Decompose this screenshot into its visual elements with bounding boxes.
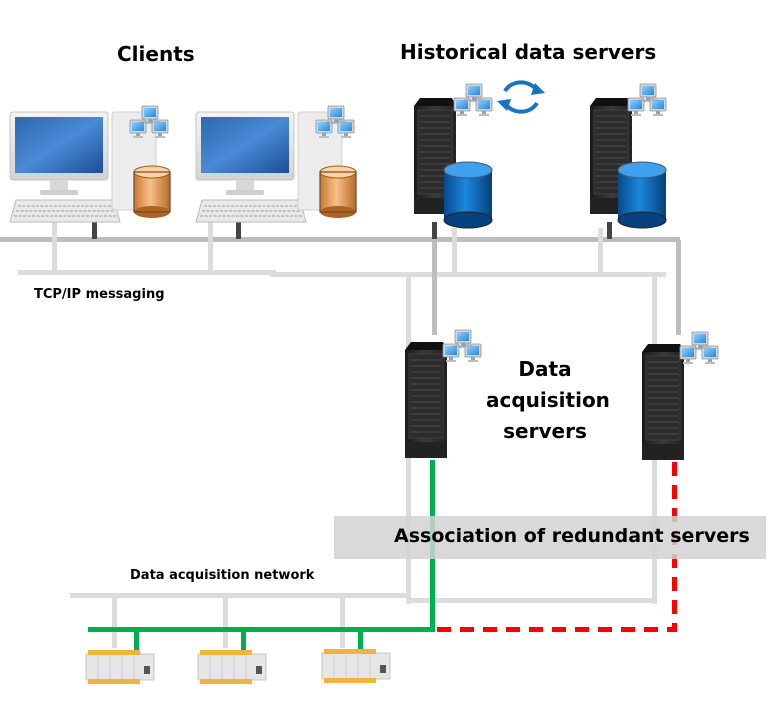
historical-database-icon — [443, 161, 493, 229]
local-database-icon — [133, 165, 171, 218]
client-workstation-1[interactable] — [9, 106, 171, 223]
association-banner — [334, 516, 766, 559]
daq-network-label: Data acquisition network — [130, 568, 315, 583]
plc-3[interactable] — [321, 648, 391, 684]
historical-server-1[interactable] — [413, 84, 493, 229]
tcp-bus-secondary-left — [18, 270, 276, 275]
plc-1[interactable] — [85, 649, 155, 685]
plc-2[interactable] — [197, 649, 267, 685]
monitor-screen — [201, 117, 289, 173]
daq-servers-heading: Data acquisition servers — [486, 357, 610, 443]
tcp-ip-label: TCP/IP messaging — [34, 287, 165, 302]
daq-server-active[interactable] — [404, 330, 481, 459]
local-database-icon — [319, 165, 357, 218]
clients-heading: Clients — [117, 42, 195, 66]
tcp-bus-secondary-right — [270, 272, 666, 277]
client-workstation-2[interactable] — [195, 106, 357, 223]
historical-database-icon — [617, 161, 667, 229]
daq-network — [70, 593, 656, 648]
historical-servers-heading: Historical data servers — [400, 40, 657, 64]
association-label: Association of redundant servers — [394, 525, 750, 547]
sync-arrows-icon — [497, 80, 545, 114]
tcp-bus-main — [0, 237, 680, 242]
monitor-screen — [15, 117, 103, 173]
daq-server-redundant[interactable] — [641, 332, 718, 461]
historical-server-2[interactable] — [589, 84, 667, 229]
redundant-acquisition-link — [437, 462, 677, 632]
